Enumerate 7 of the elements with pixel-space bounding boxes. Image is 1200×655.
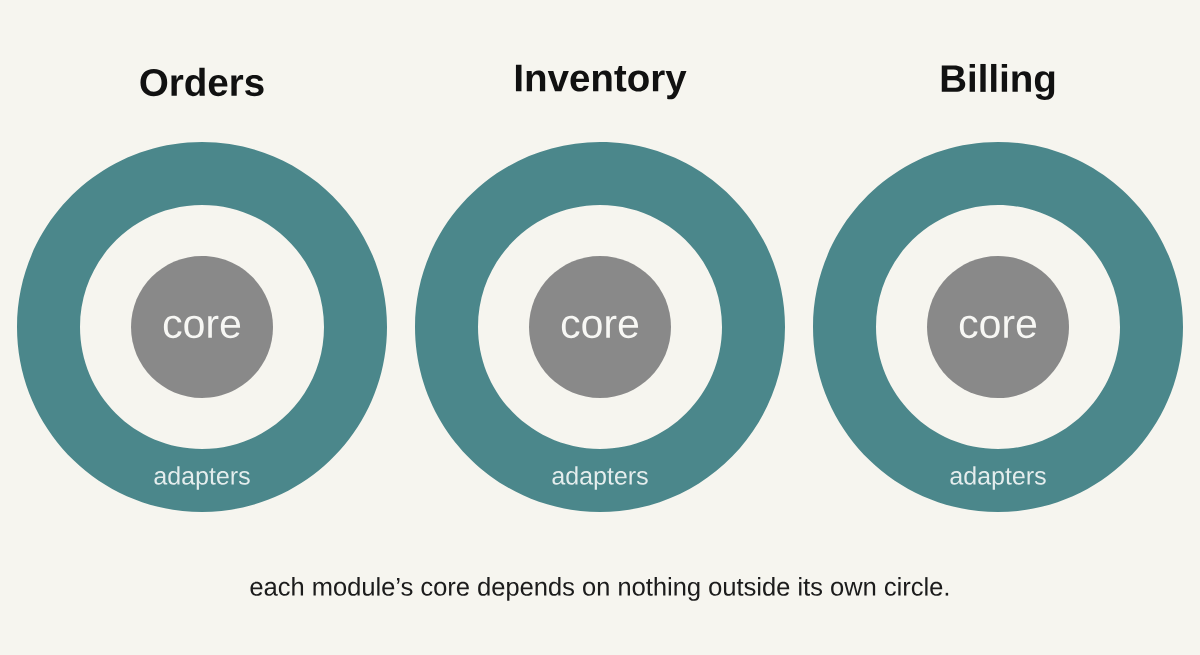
ring-label: adapters [950, 466, 1046, 490]
module-title: Orders [140, 67, 264, 97]
module-title: Inventory [515, 64, 687, 100]
ring-label: adapters [552, 466, 648, 490]
ring-label: adapters [154, 466, 250, 490]
module-title: Billing [941, 63, 1055, 100]
caption: each module’s core depends on nothing outside its own circle. [250, 577, 949, 601]
